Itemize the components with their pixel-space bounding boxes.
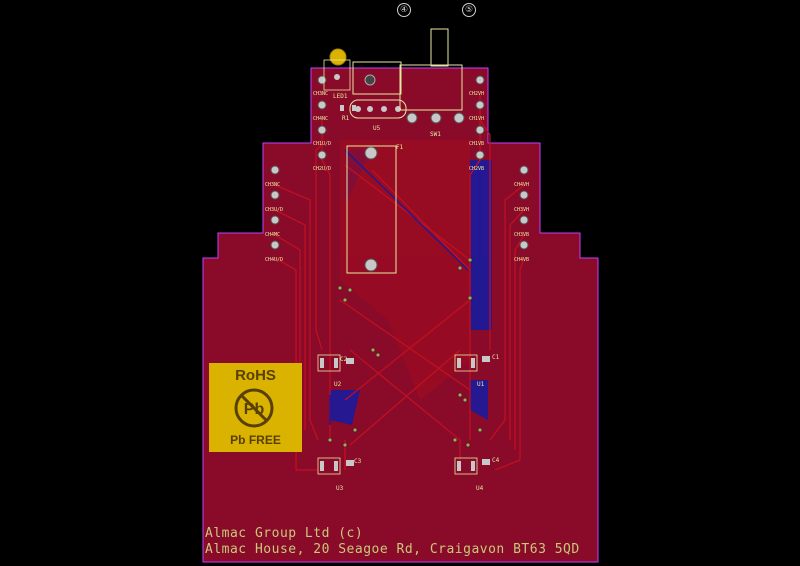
pad-label: CH1U/D: [313, 141, 331, 147]
right-header-labels: CH2VH CH1VH CH1VB CH2VB: [469, 91, 484, 172]
u3-footprint: [317, 457, 354, 475]
rohs-title: RoHS: [235, 367, 276, 384]
pad-label: CH4NC: [313, 116, 328, 122]
ref-u4: U4: [476, 485, 484, 492]
sw1-footprint: [399, 28, 465, 124]
ref-c1: C1: [492, 354, 500, 361]
pad-label: CH3NC: [265, 182, 280, 188]
pad-label: CH2U/D: [313, 166, 331, 172]
ref-sw1: SW1: [430, 131, 441, 138]
u2-footprint: [317, 354, 354, 372]
pad-label: CH3VB: [514, 232, 529, 238]
pb-mark: Pb: [244, 401, 265, 418]
left-side-labels: CH3NC CH3U/D CH4MC CH4U/D: [265, 182, 283, 263]
ref-led1: LED1: [333, 93, 348, 100]
pad-label: CH3NC: [313, 91, 328, 97]
pad-label: CH4VB: [514, 257, 529, 263]
ref-r1: R1: [342, 115, 350, 122]
vias: [327, 257, 483, 448]
marker-4: ④: [397, 3, 411, 17]
ref-u3: U3: [336, 485, 344, 492]
ref-c4: C4: [492, 457, 500, 464]
pad-label: CH1VB: [469, 141, 484, 147]
company-name: Almac Group Ltd (c): [205, 526, 364, 541]
left-header-labels: CH3NC CH4NC CH1U/D CH2U/D: [313, 91, 331, 172]
u1-footprint: [454, 354, 490, 372]
pads-right-header: [475, 75, 485, 160]
pb-free-icon: Pb: [234, 388, 274, 428]
rohs-subtitle: Pb FREE: [230, 433, 281, 447]
rohs-logo: RoHS Pb Pb FREE: [209, 363, 302, 452]
pad-label: CH2VH: [469, 91, 484, 97]
f1-footprint: [346, 145, 397, 274]
pad-label: CH4MC: [265, 232, 280, 238]
r1-footprint: [340, 105, 356, 111]
reference-designators: LED1 R1 U5 SW1 F1 C2 U2 C1 U1 C3 U3 C4 U…: [333, 93, 500, 492]
right-side-labels: CH4VH CH3VH CH3VB CH4VB: [514, 182, 529, 263]
copper-zones: [340, 140, 470, 400]
u4-footprint: [454, 457, 490, 475]
pad-label: CH3VH: [514, 207, 529, 213]
ref-c2: C2: [340, 356, 348, 363]
pad-label: CH2VB: [469, 166, 484, 172]
ref-u1: U1: [477, 381, 485, 388]
ref-f1: F1: [396, 144, 404, 151]
pads-right-side: [519, 165, 529, 250]
ref-c3: C3: [354, 458, 362, 465]
marker-5: ⑤: [462, 3, 476, 17]
pad-label: CH1VH: [469, 116, 484, 122]
bottom-traces: [329, 149, 481, 425]
pad-label: CH4U/D: [265, 257, 283, 263]
pad-label: CH3U/D: [265, 207, 283, 213]
company-address: Almac House, 20 Seagoe Rd, Craigavon BT6…: [205, 542, 580, 557]
ref-u5: U5: [373, 125, 381, 132]
pads-left-side: [270, 165, 280, 250]
ref-u2: U2: [334, 381, 342, 388]
pad-label: CH4VH: [514, 182, 529, 188]
led1-footprint: [323, 48, 351, 91]
